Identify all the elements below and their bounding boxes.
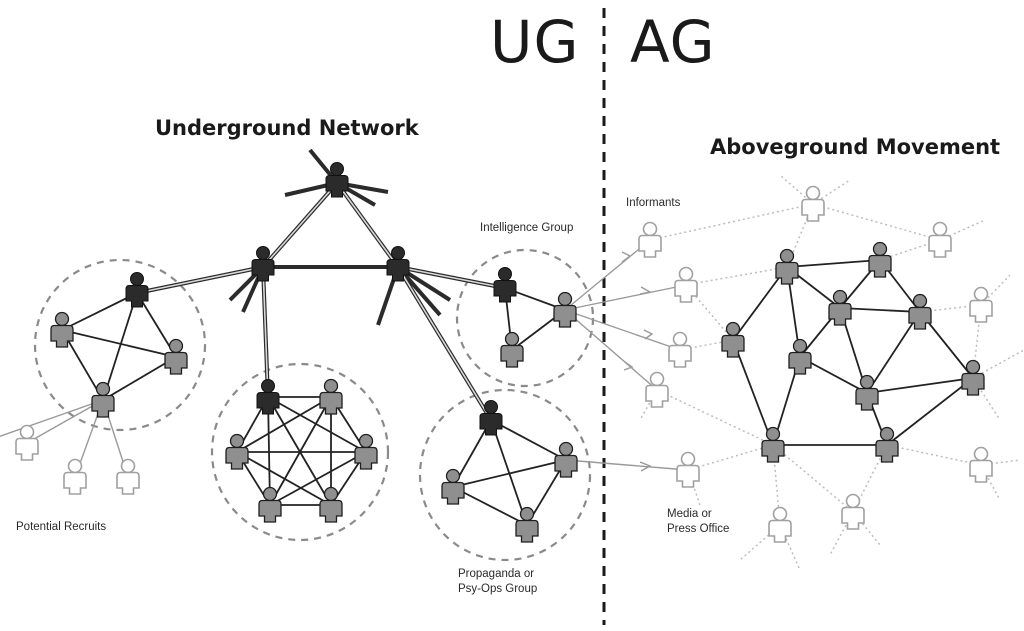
informant-node	[668, 331, 692, 368]
potential-recruits-label: Potential Recruits	[16, 521, 106, 533]
informant-node	[638, 221, 662, 258]
intelligence-cell-boundary	[455, 248, 595, 388]
informant-node	[674, 266, 698, 303]
ag-label: AG	[630, 8, 716, 76]
recruit-node	[116, 458, 140, 495]
member-node	[553, 291, 577, 328]
member-node	[500, 331, 524, 368]
recruit-cell-boundary	[33, 258, 207, 432]
propaganda-cell-boundary	[418, 388, 592, 562]
underground-network-title: Underground Network	[155, 116, 420, 140]
propaganda-label-line2: Psy-Ops Group	[458, 583, 537, 595]
leader-node	[493, 267, 517, 303]
member-node	[761, 426, 785, 463]
supporter-node	[768, 506, 792, 543]
media-label-line2: Press Office	[667, 523, 729, 535]
cell-boundaries	[33, 248, 595, 562]
hub-links	[136, 148, 506, 422]
leader-node	[125, 272, 149, 308]
propaganda-label-line1: Propaganda or	[458, 568, 534, 580]
member-node	[875, 426, 899, 463]
member-node	[828, 289, 852, 326]
informants-label: Informants	[626, 197, 681, 209]
member-node	[961, 359, 985, 396]
supporter-node	[928, 221, 952, 258]
recruit-node	[15, 424, 39, 461]
informant-node	[645, 371, 669, 408]
supporter-node	[969, 446, 993, 483]
supporter-node	[841, 493, 865, 530]
member-node	[868, 241, 892, 278]
member-node	[788, 338, 812, 375]
supporter-node	[801, 185, 825, 222]
media-node	[676, 451, 700, 488]
member-node	[721, 321, 745, 358]
informant-links	[564, 239, 689, 472]
supporter-node	[969, 286, 993, 323]
ug-label: UG	[490, 8, 579, 76]
aboveground-movement-title: Aboveground Movement	[710, 135, 1000, 159]
intelligence-group-label: Intelligence Group	[480, 222, 573, 234]
core-cell-boundary	[210, 362, 390, 542]
recruit-node	[63, 458, 87, 495]
media-label-line1: Media or	[667, 508, 712, 520]
